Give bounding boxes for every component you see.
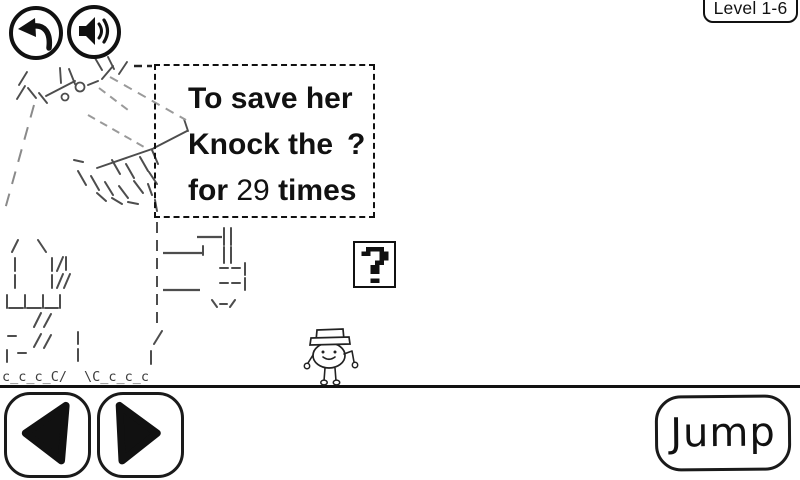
instruction-line-1: To save her (188, 82, 353, 115)
character-right-arm (343, 350, 355, 363)
arm-bars (163, 235, 222, 292)
character-legs (323, 367, 337, 382)
knock-count: 29 (236, 174, 270, 207)
back-button[interactable] (9, 6, 63, 60)
character-right-foot (332, 379, 341, 386)
character-eye (321, 350, 325, 354)
eye-icon (74, 81, 86, 93)
character-left-foot (320, 379, 328, 386)
left-triangle-icon (21, 401, 70, 465)
move-left-button[interactable] (4, 392, 91, 478)
speaker-icon (79, 17, 110, 45)
instruction-line-2: Knock the? (188, 128, 366, 161)
question-mark-pixel-icon (361, 246, 388, 283)
ground-line (0, 385, 800, 388)
head-hatch-strokes (16, 56, 128, 104)
character-head (312, 342, 346, 369)
jaw-lines (45, 65, 189, 169)
character-left-hand (303, 362, 311, 370)
player-character (303, 328, 359, 386)
character-eye (333, 350, 337, 354)
sound-button[interactable] (67, 5, 121, 59)
character-left-arm (307, 354, 314, 364)
left-foot-glyphs: c_c_c_C/ (2, 369, 67, 385)
arm-claw-strokes (202, 227, 246, 308)
hat-brim-icon (309, 336, 351, 346)
move-right-button[interactable] (97, 392, 184, 478)
right-foot-glyphs: \C_c_c_c (84, 369, 149, 385)
level-badge: Level 1-6 (703, 0, 798, 23)
snout-line (87, 114, 145, 148)
snout-line (109, 76, 187, 121)
instruction-line-3: for 29 times (188, 174, 357, 207)
teeth-hatching (73, 149, 159, 212)
question-block[interactable] (353, 241, 396, 288)
jump-button[interactable]: Jump (654, 394, 792, 472)
legs-strokes (6, 239, 163, 365)
level-badge-label: Level 1-6 (713, 0, 788, 18)
snout-line (98, 87, 129, 111)
character-right-hand (351, 361, 359, 369)
character-smile (322, 356, 336, 361)
body-outline (3, 104, 35, 214)
eye-icon (60, 92, 70, 102)
question-mark-text: ? (347, 128, 366, 161)
right-triangle-icon (115, 401, 161, 465)
back-arrow-icon (18, 18, 53, 51)
instruction-box: To save her Knock the? for 29 times (154, 64, 375, 218)
jump-button-label: Jump (670, 409, 776, 457)
